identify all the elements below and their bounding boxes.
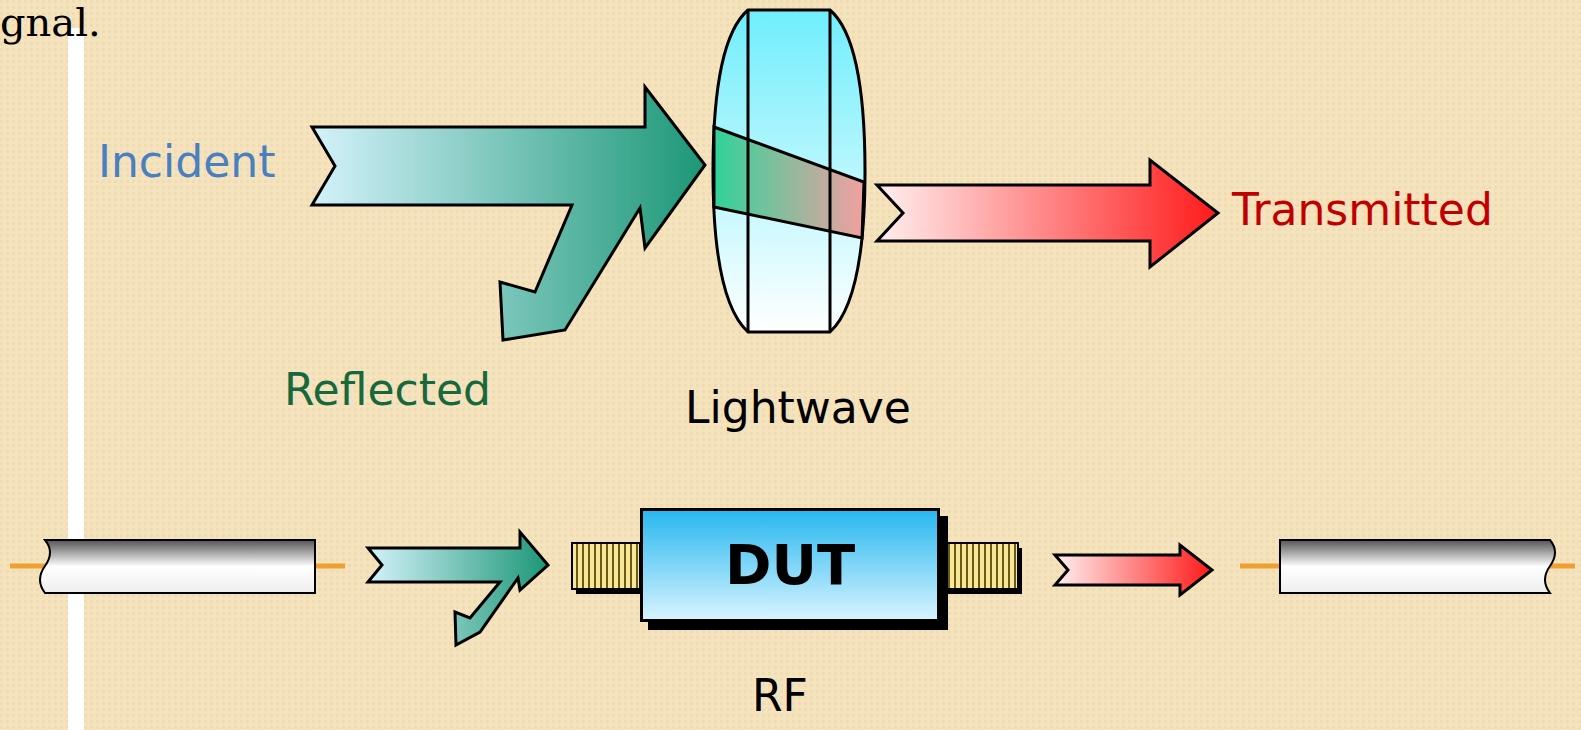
medium-label: RF [752, 674, 808, 718]
signal-label: Reflected [284, 368, 491, 412]
heading-fragment: gnal. [0, 2, 101, 42]
signal-label: Incident [98, 140, 275, 184]
box-text: DUT [725, 537, 855, 593]
device-box: DUT [640, 508, 940, 622]
signal-label: Transmitted [1232, 188, 1493, 232]
medium-label: Lightwave [685, 386, 911, 430]
